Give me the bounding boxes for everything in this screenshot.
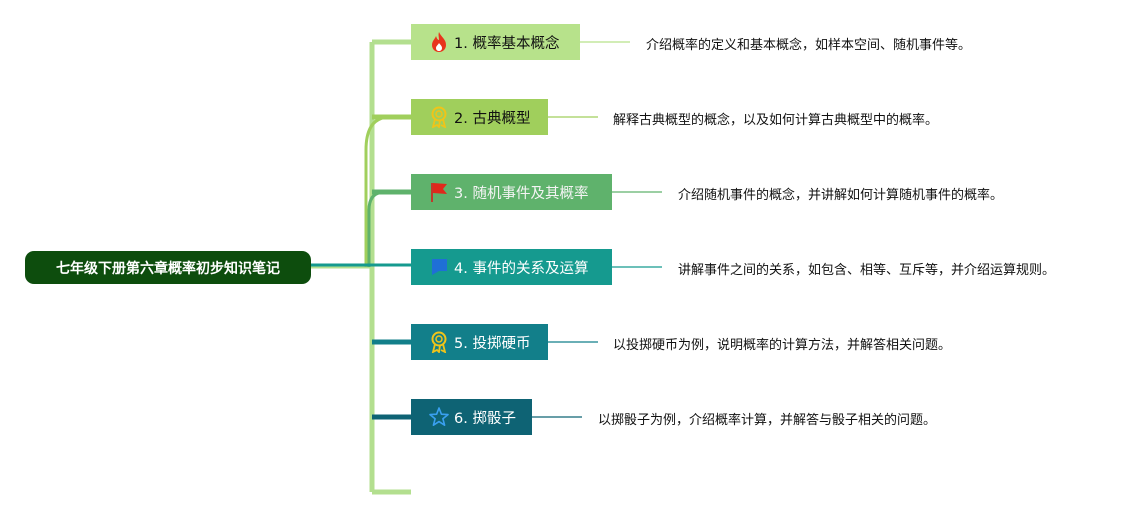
topic-desc-6: 以掷骰子为例，介绍概率计算，并解答与骰子相关的问题。: [598, 413, 937, 428]
star-outline-icon: [428, 406, 450, 428]
topic-node-1[interactable]: 1. 概率基本概念: [411, 24, 580, 60]
topic-label-3: 3. 随机事件及其概率: [454, 185, 589, 202]
topic-desc-2: 解释古典概型的概念，以及如何计算古典概型中的概率。: [613, 113, 939, 128]
topic-desc-4: 讲解事件之间的关系，如包含、相等、互斥等，并介绍运算规则。: [678, 263, 1056, 278]
topic-node-3[interactable]: 3. 随机事件及其概率: [411, 174, 612, 210]
award-ribbon-icon: [428, 106, 450, 128]
root-title: 七年级下册第六章概率初步知识笔记: [56, 260, 280, 277]
award-ribbon-icon: [428, 331, 450, 353]
topic-label-1: 1. 概率基本概念: [454, 35, 560, 52]
topic-node-4[interactable]: 4. 事件的关系及运算: [411, 249, 612, 285]
topic-desc-5: 以投掷硬币为例，说明概率的计算方法，并解答相关问题。: [613, 338, 952, 353]
topic-label-6: 6. 掷骰子: [454, 410, 516, 427]
red-flag-icon: [428, 181, 450, 203]
root-node[interactable]: 七年级下册第六章概率初步知识笔记: [25, 251, 311, 284]
topic-label-5: 5. 投掷硬币: [454, 335, 531, 352]
topic-label-2: 2. 古典概型: [454, 110, 531, 127]
fire-icon: [428, 31, 450, 53]
topic-desc-1: 介绍概率的定义和基本概念，如样本空间、随机事件等。: [646, 38, 972, 53]
topic-desc-3: 介绍随机事件的概念，并讲解如何计算随机事件的概率。: [678, 188, 1004, 203]
topic-label-4: 4. 事件的关系及运算: [454, 260, 589, 277]
connector-topic-2-bend: [364, 115, 391, 267]
topic-node-2[interactable]: 2. 古典概型: [411, 99, 548, 135]
connector-topic-3-bend: [367, 190, 386, 267]
topic-node-6[interactable]: 6. 掷骰子: [411, 399, 532, 435]
blue-flag-icon: [428, 256, 450, 278]
topic-node-5[interactable]: 5. 投掷硬币: [411, 324, 548, 360]
